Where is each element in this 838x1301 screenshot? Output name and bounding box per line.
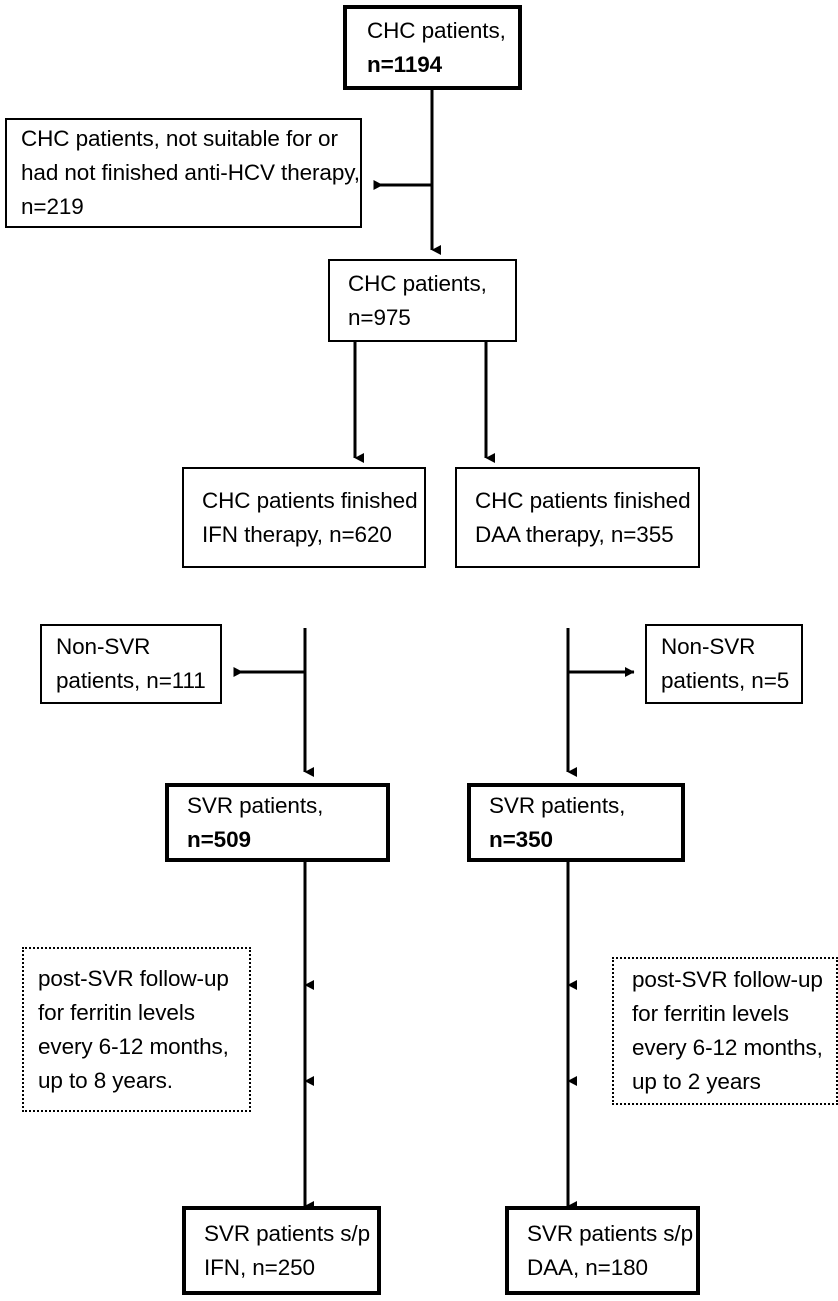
node-final-ifn-line-0: SVR patients s/p: [204, 1220, 370, 1246]
node-chc-total[interactable]: CHC patients, n=1194: [343, 5, 522, 90]
node-final-daa[interactable]: SVR patients s/p DAA, n=180: [505, 1206, 700, 1295]
node-daa-finished-line-1: DAA therapy, n=355: [475, 521, 674, 547]
node-followup-daa-line-2: every 6-12 months,: [632, 1035, 823, 1060]
node-chc-total-line-1: n=1194: [367, 51, 443, 77]
node-chc-total-line-0: CHC patients,: [367, 17, 506, 43]
node-excluded-line-2: n=219: [21, 194, 84, 219]
node-followup-daa-line-3: up to 2 years: [632, 1069, 761, 1094]
node-svr-ifn-line-1: n=509: [187, 826, 251, 852]
node-ifn-finished-line-1: IFN therapy, n=620: [202, 521, 392, 547]
node-final-daa-line-1: DAA, n=180: [527, 1254, 648, 1280]
node-followup-daa-line-0: post-SVR follow-up: [632, 967, 823, 992]
node-non-svr-ifn[interactable]: Non-SVR patients, n=111: [40, 624, 222, 704]
node-followup-ifn-line-2: every 6-12 months,: [38, 1033, 229, 1059]
node-non-svr-ifn-line-0: Non-SVR: [56, 634, 151, 659]
node-followup-ifn-line-1: for ferritin levels: [38, 999, 195, 1025]
node-followup-ifn-line-0: post-SVR follow-up: [38, 965, 229, 991]
node-non-svr-daa-line-1: patients, n=5: [661, 668, 790, 693]
node-ifn-finished-line-0: CHC patients finished: [202, 487, 418, 513]
node-final-ifn[interactable]: SVR patients s/p IFN, n=250: [182, 1206, 381, 1295]
node-ifn-finished[interactable]: CHC patients finished IFN therapy, n=620: [182, 467, 426, 568]
node-excluded[interactable]: CHC patients, not suitable for or had no…: [5, 118, 362, 228]
node-followup-daa-line-1: for ferritin levels: [632, 1001, 789, 1026]
node-svr-daa-line-1: n=350: [489, 826, 553, 852]
node-svr-daa[interactable]: SVR patients, n=350: [467, 783, 685, 862]
node-chc-eligible[interactable]: CHC patients, n=975: [328, 259, 517, 342]
node-final-ifn-line-1: IFN, n=250: [204, 1254, 315, 1280]
node-followup-ifn-line-3: up to 8 years.: [38, 1067, 173, 1093]
node-svr-ifn-line-0: SVR patients,: [187, 792, 324, 818]
node-daa-finished-line-0: CHC patients finished: [475, 487, 691, 513]
node-svr-daa-line-0: SVR patients,: [489, 792, 626, 818]
node-followup-daa: post-SVR follow-up for ferritin levels e…: [612, 957, 838, 1105]
node-chc-eligible-line-1: n=975: [348, 304, 411, 330]
node-daa-finished[interactable]: CHC patients finished DAA therapy, n=355: [455, 467, 700, 568]
node-excluded-line-0: CHC patients, not suitable for or: [21, 126, 338, 151]
node-followup-ifn: post-SVR follow-up for ferritin levels e…: [22, 947, 251, 1112]
node-svr-ifn[interactable]: SVR patients, n=509: [165, 783, 390, 862]
node-non-svr-daa-line-0: Non-SVR: [661, 634, 756, 659]
node-chc-eligible-line-0: CHC patients,: [348, 270, 487, 296]
node-non-svr-daa[interactable]: Non-SVR patients, n=5: [645, 624, 803, 704]
node-excluded-line-1: had not finished anti-HCV therapy,: [21, 160, 360, 185]
node-non-svr-ifn-line-1: patients, n=111: [56, 668, 206, 693]
node-final-daa-line-0: SVR patients s/p: [527, 1220, 693, 1246]
